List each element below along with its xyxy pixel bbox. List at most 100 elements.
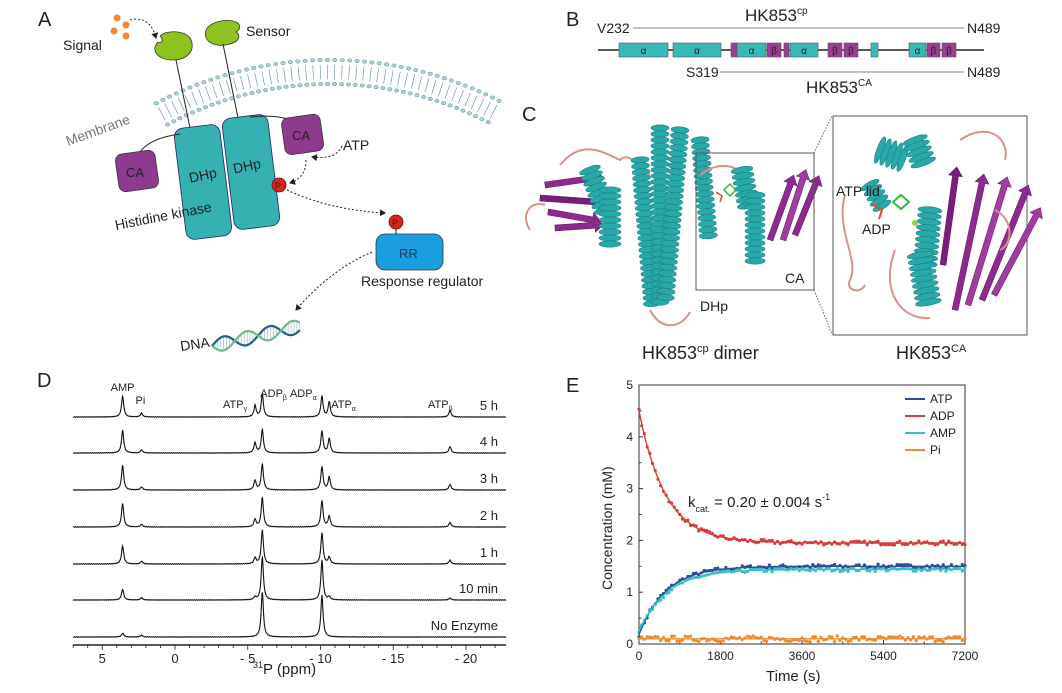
data-point-adp (846, 543, 850, 547)
data-point-amp (827, 566, 831, 570)
legend-label-adp: ADP (930, 409, 955, 423)
data-point-pi (930, 635, 935, 639)
membrane-bilayer (153, 58, 502, 127)
data-point-amp (794, 566, 799, 570)
data-point-pi (827, 634, 831, 639)
data-point-pi (952, 635, 956, 639)
phosphate-his: P (271, 177, 287, 193)
data-point-pi (656, 635, 660, 639)
data-point-pi (808, 640, 812, 644)
data-point-amp (944, 569, 948, 573)
x-tick-label: 5400 (870, 649, 897, 663)
data-point-pi (686, 635, 690, 639)
ca-left-label: CA (126, 165, 144, 180)
dhp-left-label: DHp (187, 164, 218, 186)
data-point-amp (914, 569, 918, 573)
peak-label: ATPγ (223, 399, 248, 413)
x-tick-label: 3600 (789, 649, 816, 663)
data-point-pi (876, 635, 880, 639)
sensor-label: Sensor (246, 23, 291, 39)
data-point-pi (640, 635, 644, 639)
data-point-pi (957, 635, 962, 639)
data-point-pi (862, 635, 867, 639)
response-regulator-label: Response regulator (361, 273, 484, 289)
data-point-amp (743, 571, 747, 575)
data-point-pi (805, 639, 810, 644)
data-point-amp (721, 569, 725, 573)
nmr-x-tick-label: - 5 (240, 651, 255, 666)
data-point-adp (933, 543, 937, 547)
data-point-pi (813, 635, 818, 639)
data-point-pi (936, 638, 940, 642)
panel-label-a: A (38, 9, 52, 31)
data-point-atp (900, 563, 905, 567)
data-point-adp (884, 543, 888, 547)
data-point-pi (890, 635, 894, 639)
data-point-atp (833, 562, 837, 567)
data-point-pi (879, 635, 883, 639)
data-point-pi (683, 634, 687, 638)
data-point-atp (941, 563, 945, 567)
ss-element-label: α (915, 46, 921, 57)
data-point-adp (890, 543, 894, 547)
phospho-transfer-arrow (289, 159, 307, 185)
data-point-adp (762, 538, 766, 542)
beta-strand-element (730, 42, 738, 58)
data-point-pi (811, 635, 815, 639)
data-point-pi (705, 639, 709, 643)
nmr-x-tick-label: - 15 (382, 651, 404, 666)
phosphate-his-label: P (275, 181, 281, 191)
data-point-pi (664, 639, 668, 643)
nmr-x-tick-label: - 20 (455, 651, 477, 666)
ss-element-label: α (694, 46, 700, 57)
data-point-pi (898, 634, 902, 638)
fit-line-atp (638, 565, 965, 635)
phosphate-rr: P (388, 214, 404, 230)
kcat-annotation: kcat. = 0.20 ± 0.004 s-1 (688, 492, 830, 514)
data-point-adp (941, 539, 945, 543)
legend-label-amp: AMP (930, 426, 956, 440)
phosphate-rr-label: P (392, 218, 398, 228)
beta-strand-element (766, 42, 782, 58)
data-point-adp (898, 539, 902, 543)
alpha-helix-element (618, 42, 669, 58)
nmr-x-tick-label: 0 (171, 651, 178, 666)
data-point-pi (938, 638, 943, 643)
data-point-atp (713, 566, 717, 571)
data-point-pi (789, 639, 793, 643)
data-point-pi (675, 639, 679, 643)
fit-line-amp (638, 568, 965, 632)
data-point-adp (892, 543, 896, 547)
nmr-spectrum-trace (72, 529, 507, 565)
data-point-pi (653, 634, 657, 639)
data-point-pi (672, 634, 676, 638)
data-point-atp (767, 563, 772, 567)
data-point-pi (746, 634, 750, 638)
data-point-adp (947, 539, 951, 543)
membrane-label: Membrane (64, 111, 133, 149)
data-point-pi (678, 639, 682, 643)
nmr-spectrum-trace (72, 555, 507, 601)
dna-helix (211, 319, 301, 352)
peak-label: Pi (136, 395, 146, 407)
ss-element-label: β (832, 46, 838, 57)
data-point-atp (716, 566, 720, 570)
data-point-adp (770, 538, 774, 542)
nmr-spectrum-trace (72, 592, 507, 638)
data-point-pi (830, 635, 834, 639)
beta-strand-element (827, 42, 843, 58)
nmr-spectrum-trace (72, 427, 507, 454)
data-point-pi (645, 635, 649, 639)
data-point-pi (846, 639, 850, 644)
ss-element-label: α (749, 46, 755, 57)
data-point-adp (917, 539, 921, 543)
data-point-pi (941, 639, 945, 644)
legend-label-atp: ATP (930, 392, 952, 406)
data-point-pi (922, 635, 926, 639)
ca-title: HK853CA (896, 343, 967, 363)
signal-molecules (110, 14, 130, 40)
data-point-adp (854, 539, 858, 543)
